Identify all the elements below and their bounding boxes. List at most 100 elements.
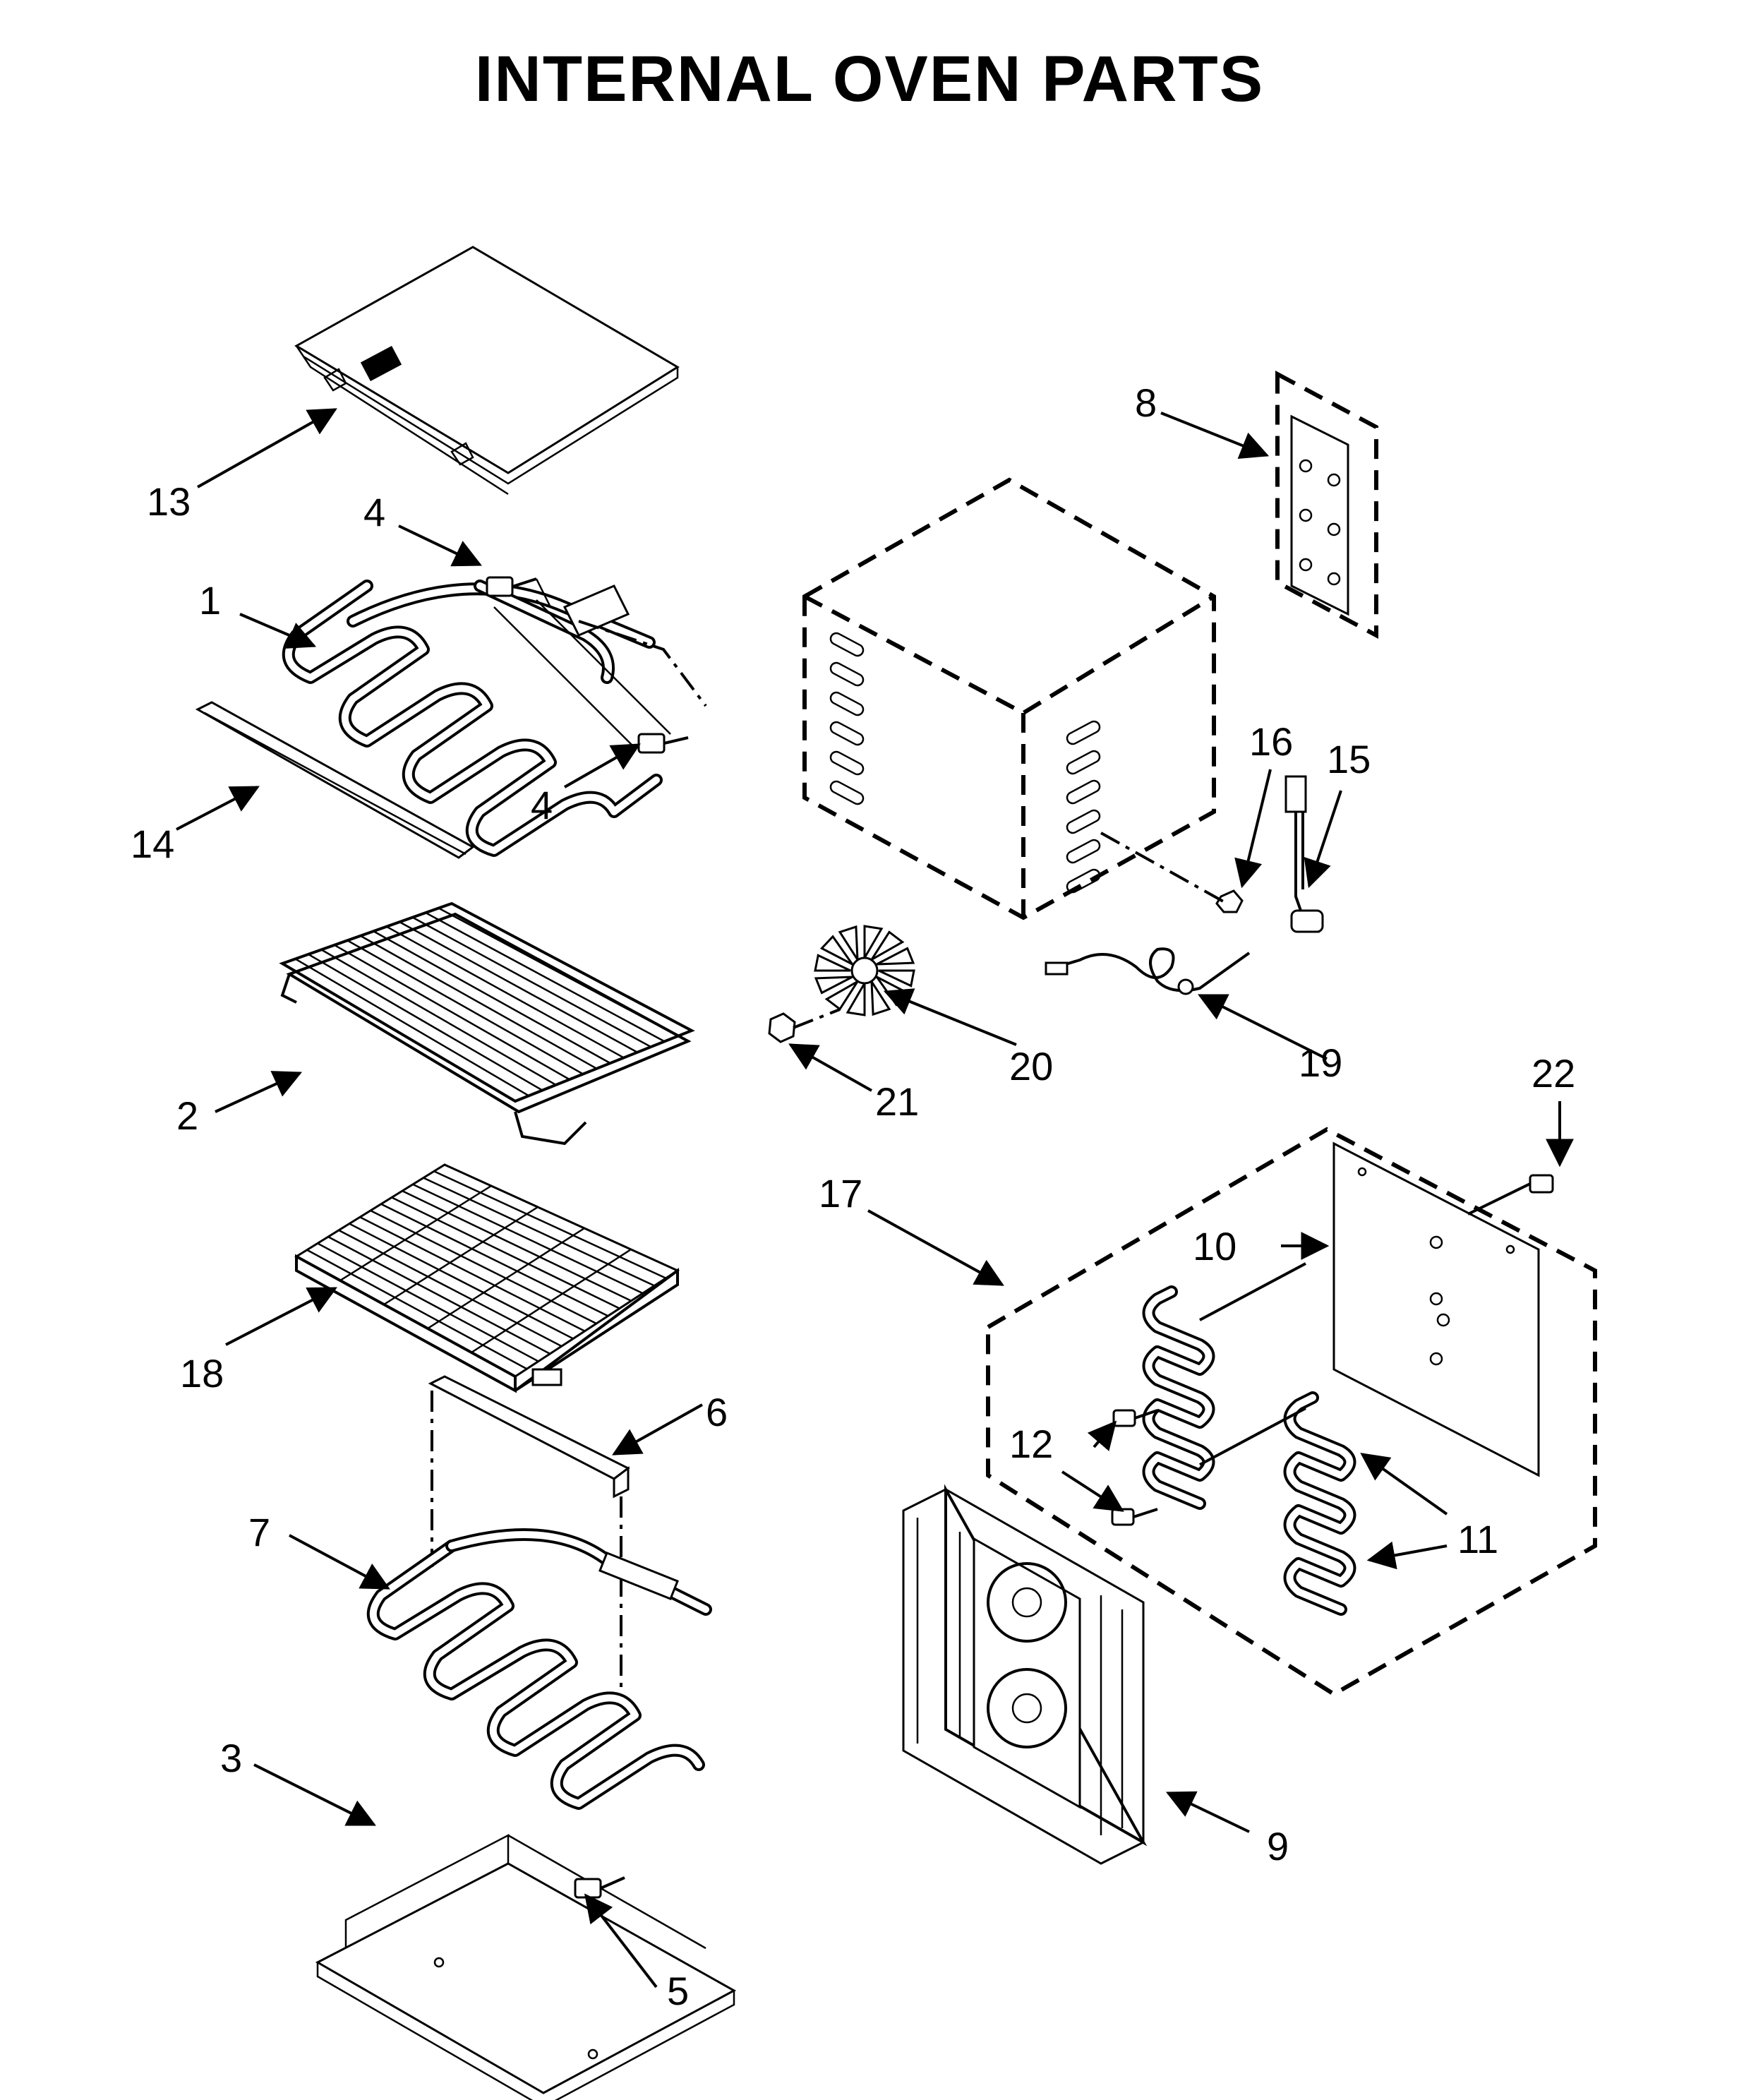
convection-fan-part-20 [814,925,915,1016]
callout-1: 1 [199,578,221,623]
cavity-rack-slot [829,721,865,746]
callout-19: 19 [1299,1040,1342,1085]
callout-2: 2 [176,1093,198,1138]
rack-wire [444,1163,678,1272]
fan-assembly-part-9 [902,1484,1148,1865]
callout-3: 3 [220,1736,242,1780]
wire-harness-part-15 [1284,775,1324,933]
cavity-rack-slot [829,780,865,805]
rack-wire [296,1255,516,1378]
rack-wire [433,1170,667,1279]
callout-11: 11 [1457,1517,1498,1561]
callout-12: 12 [1009,1422,1053,1466]
rack-wire [282,962,516,1103]
callout-5: 5 [667,1969,689,2013]
diagram-title: INTERNAL OVEN PARTS [474,43,1265,115]
screw-part-22 [1467,1174,1554,1216]
convection-element-part-11 [1142,1262,1356,1616]
callout-14: 14 [131,822,174,866]
rack-crossbar [383,1206,538,1306]
rack-wire [451,902,692,1032]
cavity-rack-slot [1066,750,1101,775]
rack-crossbar [427,1227,585,1330]
fan-blade [814,954,851,972]
callout-10: 10 [1193,1224,1236,1268]
screw-part-12b [1111,1508,1158,1526]
callout-18: 18 [180,1351,224,1396]
rack-wire [380,1203,608,1317]
bottom-panel-part-3 [315,1833,737,2100]
callout-9: 9 [1267,1824,1289,1868]
fan-blade [814,976,853,995]
screw-part-4b [637,733,689,754]
fan-blade [824,980,859,1011]
rack-wire [412,916,651,1048]
rack-wire [370,1209,597,1325]
callout-13: 13 [147,479,191,524]
top-panel-part-13 [294,246,680,496]
cavity-rack-slot [829,750,865,776]
rack-wire [386,925,625,1059]
cavity-rack-slot [829,661,865,687]
callout-8: 8 [1135,380,1157,425]
rack-wire [317,1242,539,1362]
callout-labels: 13 4 1 4 14 2 18 6 7 3 5 8 16 15 19 20 2… [131,380,1575,2013]
rack-wire [327,1236,550,1355]
fan-blade [878,969,915,988]
screw-part-12a [1112,1409,1158,1427]
cavity-rack-slot [1066,868,1101,894]
bake-element-part-7 [366,1528,712,1810]
callout-7: 7 [248,1510,270,1554]
callout-4-upper: 4 [363,490,385,534]
cavity-rack-slot [829,691,865,716]
rack-wire [425,911,666,1043]
rack-wire [347,940,584,1075]
rack-wire [402,1190,632,1302]
callout-21: 21 [875,1079,919,1124]
fan-nut-part-21 [768,1008,841,1043]
broil-element-part-1 [282,580,707,857]
fan-blade [838,925,859,964]
callout-6: 6 [706,1390,728,1434]
screw-part-5 [574,1876,625,1899]
callout-arrows [176,408,1574,1988]
cavity-rack-slot [1066,839,1101,864]
callout-22: 22 [1532,1051,1575,1096]
rack-wire [373,930,611,1064]
callout-15: 15 [1327,737,1371,781]
cavity-rack-slot [1066,809,1101,834]
nut-part-16 [1100,832,1244,913]
oven-rack-part-2 [279,901,695,1146]
fan-blade [870,930,905,961]
rack-crossbar [471,1248,632,1354]
callout-17: 17 [819,1171,862,1216]
screw-part-4a [486,576,552,608]
rack-wire [360,935,597,1069]
fan-hub [850,956,879,985]
bracket-part-6 [428,1375,630,1694]
rack-wire [438,907,679,1037]
callout-16: 16 [1249,719,1293,764]
callout-4-lower: 4 [531,783,553,827]
cavity-rack-slot [829,632,865,657]
bracket-part-8 [1275,370,1378,640]
cavity-rack-slot [1066,720,1101,745]
cavity-rack-slot [1066,779,1101,805]
rollout-rack-part-18 [294,1163,680,1393]
rack-wire [338,1229,562,1348]
fan-blade [846,979,866,1016]
temperature-sensor-part-19 [1045,947,1251,995]
rack-wire [359,1216,586,1332]
trim-strip-part-14 [195,701,475,859]
callout-20: 20 [1009,1044,1053,1088]
oven-cavity [802,477,1216,920]
rack-wire [308,953,543,1091]
rack-wire [334,944,570,1081]
rack-wire [320,949,557,1086]
rack-wire [349,1223,574,1340]
rack-crossbar [339,1184,492,1282]
fan-blade [819,935,853,966]
rack-wire [391,1196,620,1309]
